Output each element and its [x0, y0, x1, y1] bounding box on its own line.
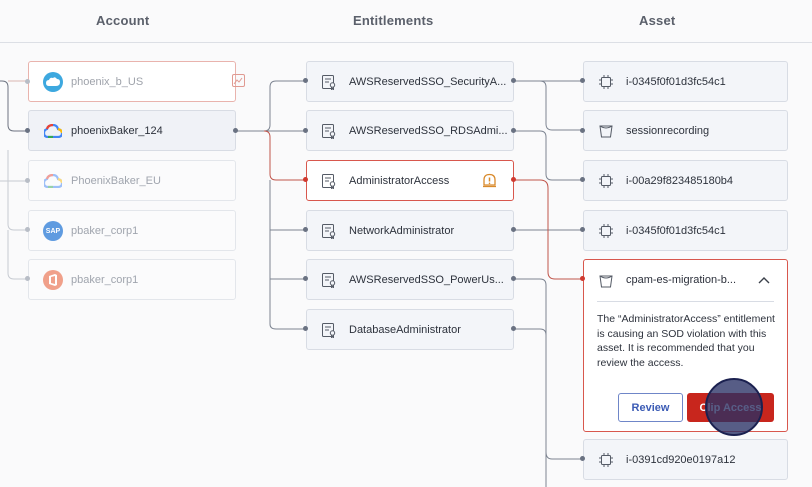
entitlement-certificate-icon [322, 174, 336, 189]
connector-dot [511, 78, 516, 83]
chevron-up-icon[interactable] [758, 276, 770, 284]
entitlement-certificate-icon [322, 224, 336, 239]
asset-name: i-0345f0f01d3fc54c1 [626, 224, 726, 237]
asset-card[interactable]: i-0345f0f01d3fc54c1 [583, 61, 788, 102]
divider [597, 301, 774, 302]
connector-dot [580, 227, 585, 232]
connector-dot [303, 78, 308, 83]
google-cloud-icon [43, 121, 63, 141]
entitlement-card[interactable]: NetworkAdministrator [306, 210, 514, 251]
chip-icon [599, 224, 613, 238]
bucket-icon [599, 125, 613, 138]
connector-dot [303, 128, 308, 133]
account-name: pbaker_corp1 [71, 224, 139, 237]
sap-logo-icon: SAP [43, 221, 63, 241]
asset-name: i-0345f0f01d3fc54c1 [626, 75, 726, 88]
entitlement-name: AWSReservedSSO_RDSAdmi... [349, 124, 507, 137]
connector-dot [303, 227, 308, 232]
connector-dot [25, 178, 30, 183]
asset-name: i-00a29f823485180b4 [626, 174, 734, 187]
asset-column-title: Asset [639, 13, 676, 28]
chip-icon [599, 174, 613, 188]
entitlement-name: AWSReservedSSO_PowerUs... [349, 273, 504, 286]
asset-card[interactable]: i-00a29f823485180b4 [583, 160, 788, 201]
connector-dot [303, 326, 308, 331]
connector-dot [511, 326, 516, 331]
connector-dot [233, 128, 238, 133]
account-name: pbaker_corp1 [71, 273, 139, 286]
connector-dot [580, 78, 585, 83]
connector-dot [303, 177, 308, 182]
account-card[interactable]: SAP pbaker_corp1 [28, 210, 236, 251]
entitlement-certificate-icon [322, 273, 336, 288]
account-card[interactable]: phoenixBaker_124 [28, 110, 236, 151]
connector-dot [511, 177, 516, 182]
entitlement-certificate-icon [322, 75, 336, 90]
connector-dot [25, 128, 30, 133]
entitlement-name: NetworkAdministrator [349, 224, 455, 237]
account-name: PhoenixBaker_EU [71, 174, 161, 187]
asset-card[interactable]: i-0345f0f01d3fc54c1 [583, 210, 788, 251]
connector-dot [511, 128, 516, 133]
account-card[interactable]: PhoenixBaker_EU [28, 160, 236, 201]
entitlement-card[interactable]: DatabaseAdministrator [306, 309, 514, 350]
entitlement-card[interactable]: AWSReservedSSO_SecurityA... [306, 61, 514, 102]
chip-icon [599, 453, 613, 467]
review-button[interactable]: Review [618, 393, 683, 422]
account-card[interactable]: pbaker_corp1 [28, 259, 236, 300]
asset-card[interactable]: sessionrecording [583, 110, 788, 151]
google-cloud-icon [43, 171, 63, 191]
click-cursor-indicator [705, 378, 763, 436]
account-column-title: Account [96, 13, 150, 28]
connector-dot [25, 227, 30, 232]
office-logo-icon [43, 270, 63, 290]
account-name: phoenixBaker_124 [71, 124, 163, 137]
entitlement-card-alert[interactable]: AdministratorAccess [306, 160, 514, 201]
connector-dot [511, 276, 516, 281]
connector-dot [580, 128, 585, 133]
entitlement-name: AdministratorAccess [349, 174, 450, 187]
entitlement-certificate-icon [322, 323, 336, 338]
connector-dot [511, 227, 516, 232]
entitlement-name: AWSReservedSSO_SecurityA... [349, 75, 507, 88]
connector-dot [580, 276, 585, 281]
asset-name: i-0391cd920e0197a12 [626, 453, 736, 466]
connector-dot [580, 177, 585, 182]
asset-card[interactable]: i-0391cd920e0197a12 [583, 439, 788, 480]
connector-dot [580, 456, 585, 461]
asset-name: cpam-es-migration-b... [626, 274, 737, 286]
connector-dot [25, 276, 30, 281]
entitlement-card[interactable]: AWSReservedSSO_PowerUs... [306, 259, 514, 300]
chip-icon [599, 75, 613, 89]
sod-violation-message: The “AdministratorAccess” entitlement is… [597, 313, 775, 369]
entitlement-certificate-icon [322, 124, 336, 139]
bucket-icon [599, 275, 613, 288]
connector-dot [303, 276, 308, 281]
asset-name: sessionrecording [626, 124, 710, 137]
entitlements-column-title: Entitlements [353, 13, 434, 28]
entitlement-card[interactable]: AWSReservedSSO_RDSAdmi... [306, 110, 514, 151]
salesforce-logo-icon [43, 72, 63, 92]
broken-image-icon [232, 74, 245, 87]
account-name: phoenix_b_US [71, 75, 144, 88]
account-card[interactable]: phoenix_b_US [28, 61, 245, 102]
sod-warning-icon[interactable] [482, 173, 497, 189]
column-header-bar: Account Entitlements Asset [0, 0, 812, 43]
connector-dot [25, 79, 30, 84]
entitlement-name: DatabaseAdministrator [349, 323, 461, 336]
